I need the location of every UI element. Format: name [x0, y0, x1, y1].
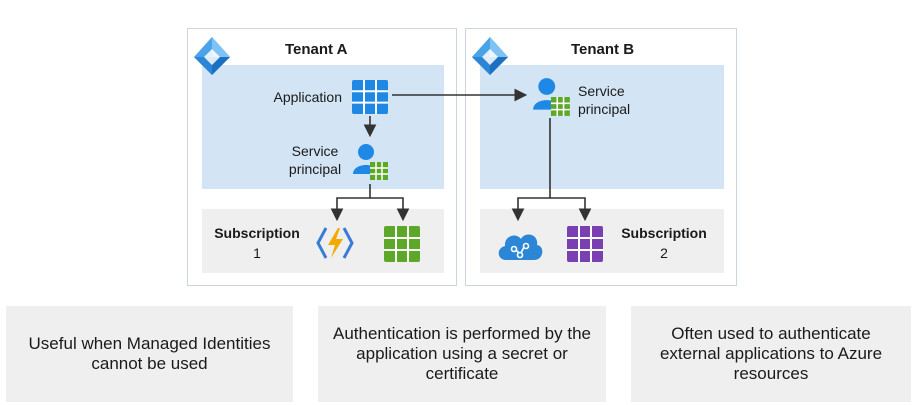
subscription-1-number: 1 — [253, 245, 261, 261]
note-external-applications: Often used to authenticate external appl… — [631, 306, 911, 402]
tenant-a-title: Tenant A — [285, 41, 348, 58]
application-grid-icon — [352, 80, 388, 114]
service-principal-b-to-grid-arrow — [550, 197, 592, 222]
subscription-2-number: 2 — [660, 245, 668, 261]
subscription-1-label: Subscription 1 — [205, 223, 309, 263]
entra-id-icon — [194, 37, 230, 75]
tenant-b-title: Tenant B — [571, 41, 635, 58]
subscription-2-label: Subscription 2 — [612, 223, 716, 263]
tenant-a-service-principal-label: Service principal — [288, 143, 342, 177]
service-principal-icon — [533, 78, 570, 116]
service-principal-b-to-cloud-arrow — [511, 118, 551, 222]
azure-function-icon — [316, 227, 354, 259]
tenant-b-service-principal-label: Service principal — [578, 83, 631, 117]
resource-grid-icon — [384, 226, 420, 262]
note-managed-identities: Useful when Managed Identities cannot be… — [6, 306, 293, 402]
note-authentication: Authentication is performed by the appli… — [318, 306, 606, 402]
service-principal-a-to-grid-arrow — [370, 197, 410, 222]
application-label: Application — [273, 89, 343, 105]
service-principal-icon — [353, 144, 388, 180]
service-principal-a-to-function-arrow — [330, 184, 371, 222]
tenant-a-box: Tenant A — [187, 28, 457, 286]
resource-grid-icon — [567, 226, 603, 262]
cloud-service-icon — [498, 234, 543, 260]
subscription-1-title: Subscription — [214, 225, 300, 241]
entra-id-icon — [472, 37, 508, 75]
subscription-2-title: Subscription — [621, 225, 707, 241]
tenant-b-directory-band — [480, 65, 724, 189]
tenant-a-directory-band — [202, 65, 444, 189]
